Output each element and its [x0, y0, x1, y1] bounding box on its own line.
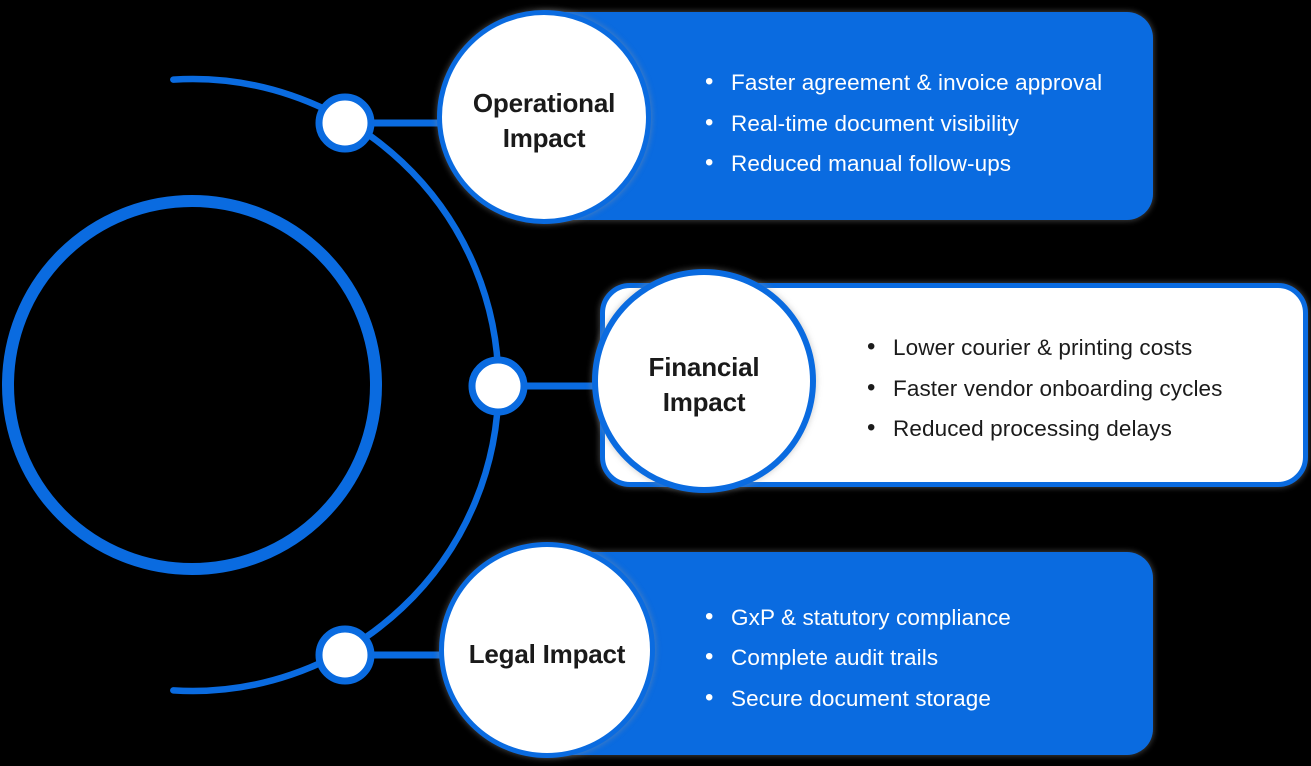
legal-node [315, 625, 375, 685]
hub-circle [2, 195, 382, 575]
financial-bullet-list: Lower courier & printing costsFaster ven… [863, 327, 1223, 450]
bullet-item: Complete audit trails [701, 637, 1011, 679]
bullet-item: Reduced manual follow-ups [701, 143, 1102, 185]
operational-impact-title: Operational Impact [472, 88, 616, 153]
operational-node [315, 93, 375, 153]
bullet-item: Faster agreement & invoice approval [701, 62, 1102, 104]
operational-bullet-list: Faster agreement & invoice approvalReal-… [701, 62, 1102, 185]
legal-impact-circle: Legal Impact [439, 542, 655, 758]
bullet-item: Reduced processing delays [863, 408, 1223, 450]
bullet-item: Real-time document visibility [701, 103, 1102, 145]
financial-node [468, 356, 528, 416]
legal-bullet-list: GxP & statutory complianceComplete audit… [701, 597, 1011, 720]
financial-impact-circle: Financial Impact [592, 269, 816, 493]
bullet-item: Secure document storage [701, 678, 1011, 720]
bullet-item: GxP & statutory compliance [701, 597, 1011, 639]
bullet-item: Lower courier & printing costs [863, 327, 1223, 369]
orbit-arc [170, 75, 502, 695]
operational-impact-circle: Operational Impact [437, 10, 651, 224]
bullet-item: Faster vendor onboarding cycles [863, 368, 1223, 410]
legal-impact-title: Legal Impact [468, 638, 626, 669]
financial-impact-title: Financial Impact [648, 352, 760, 417]
